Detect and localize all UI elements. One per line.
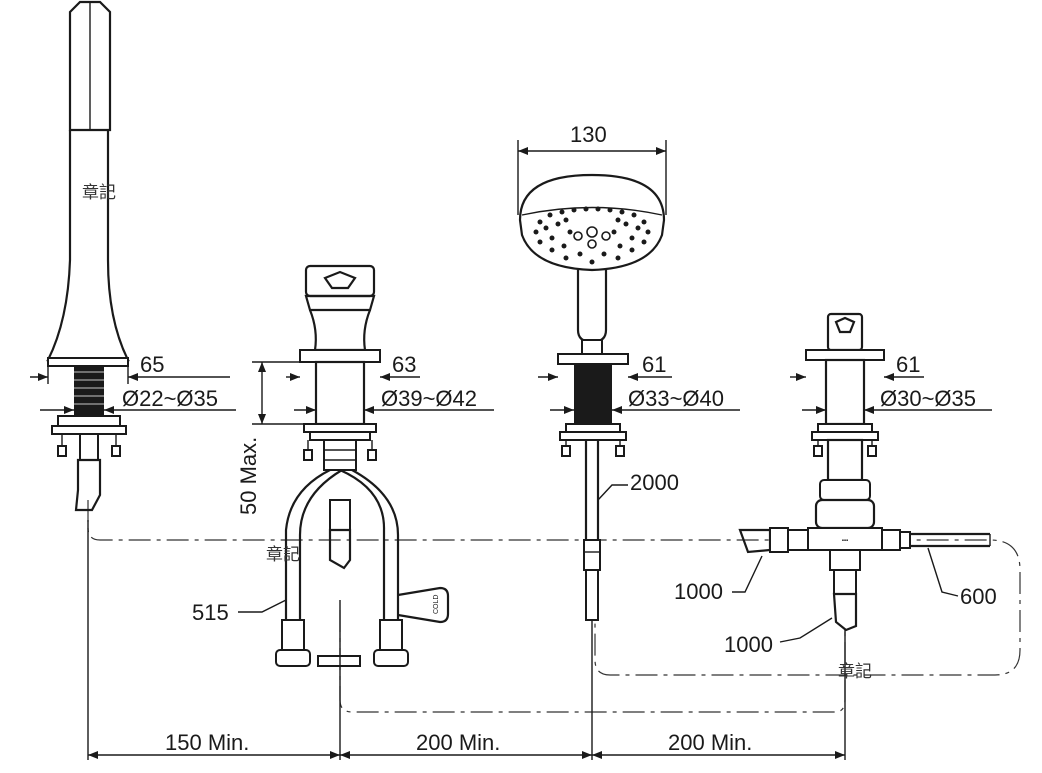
cold-label: COLD xyxy=(433,595,440,614)
handle-hole-label: Ø39~Ø42 xyxy=(381,386,477,411)
shower-width-label: 61 xyxy=(642,352,666,377)
shower-hole-label: Ø33~Ø40 xyxy=(628,386,724,411)
handle-height-label: 50 Max. xyxy=(236,437,261,515)
spout-component xyxy=(46,0,130,512)
handle-width-label: 63 xyxy=(392,352,416,377)
watermark-3: 章記 xyxy=(838,662,872,682)
shower-nozzles xyxy=(533,206,651,265)
watermark-2: 章記 xyxy=(266,545,300,565)
valve-hole-label: Ø30~Ø35 xyxy=(880,386,976,411)
handle-component: COLD xyxy=(275,264,450,667)
watermark-1: 章記 xyxy=(82,183,116,203)
hose-valve-down-label: 1000 xyxy=(724,632,773,657)
spout-thread xyxy=(74,371,104,405)
watermarks: 章記 章記 章記 xyxy=(82,183,872,682)
hose-valve-left-label: 1000 xyxy=(674,579,723,604)
hand-shower-component xyxy=(518,173,666,621)
spout-width-label: 65 xyxy=(140,352,164,377)
spacing-1-label: 150 Min. xyxy=(165,730,249,755)
svg-text:▪▪▪: ▪▪▪ xyxy=(842,538,848,544)
spacing-2-label: 200 Min. xyxy=(416,730,500,755)
valve-width-label: 61 xyxy=(896,352,920,377)
diverter-valve-component: ▪▪▪ xyxy=(738,312,991,632)
dimension-lines xyxy=(30,140,992,760)
hose-handle-label: 515 xyxy=(192,600,229,625)
dimension-labels: 65 Ø22~Ø35 63 Ø39~Ø42 50 Max. 130 61 Ø33… xyxy=(122,122,997,755)
shower-head-label: 130 xyxy=(570,122,607,147)
spacing-3-label: 200 Min. xyxy=(668,730,752,755)
hose-valve-right-label: 600 xyxy=(960,584,997,609)
spout-hole-label: Ø22~Ø35 xyxy=(122,386,218,411)
hose-shower-label: 2000 xyxy=(630,470,679,495)
